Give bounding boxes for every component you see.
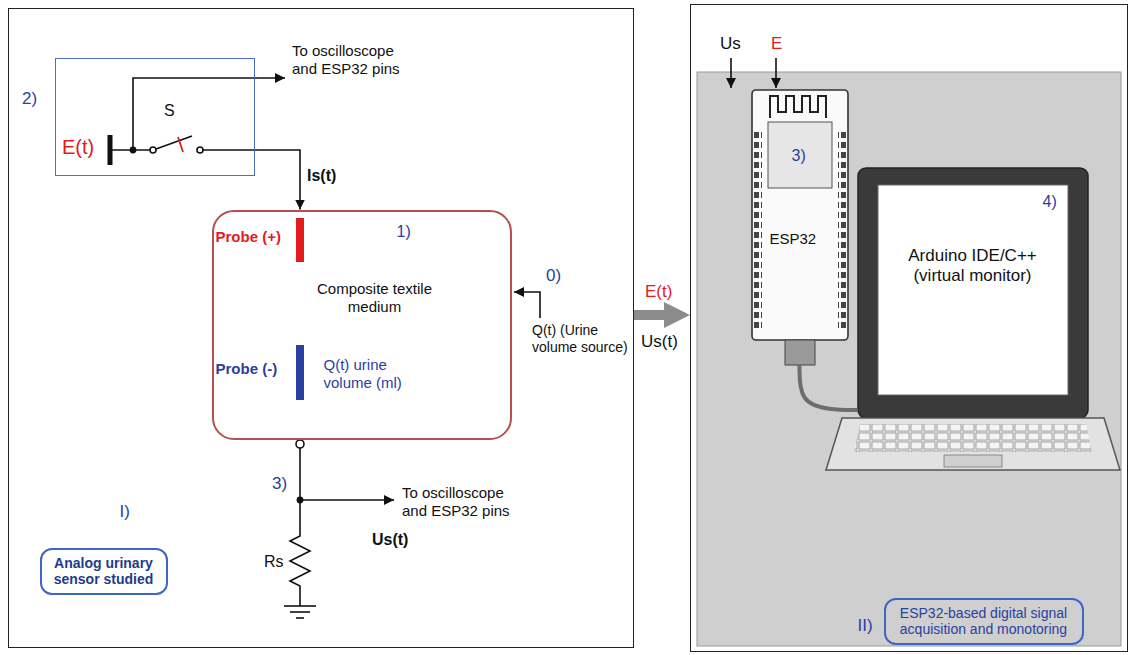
input-arrows [731,58,776,88]
caption-box: Analog urinary sensor studied [40,548,168,596]
signal-name: Us(t) [641,332,678,352]
node-text: Q(t) urine volume (ml) [324,356,436,392]
textile-medium-box: Probe (+) 1) Composite textile mediumProbe… [212,210,512,440]
node-text: E(t) [62,135,94,159]
laptop [826,168,1120,470]
panel-frame: 3)ESP32Arduino IDE/C++ (virtual monitor)… [690,4,1128,652]
usb-cable [800,365,858,411]
source-circuit [110,78,285,165]
source-arrow [514,292,540,318]
signal-name: E [771,34,782,54]
signal-note: To oscilloscope and ESP32 pins [292,42,412,78]
node-text: Analog urinary sensor studied [48,555,160,589]
node-text: S [164,101,175,120]
edge-label: Is(t) [307,166,336,185]
signal-name: Us [720,34,741,54]
node-text: I) [120,502,130,522]
laptop-screen: Arduino IDE/C++ (virtual monitor) 4) [858,168,1088,418]
probe-minus [296,345,304,400]
node-text: Probe (+) [216,228,281,246]
node-text: 3) [792,146,806,165]
node-text: II) [858,616,873,636]
node-text: 1) [397,222,411,241]
node-text: Probe (-) [216,360,278,378]
node-text: ESP32-based digital signal acquisition a… [892,605,1076,639]
caption-box: ESP32-based digital signal acquisition a… [884,598,1084,646]
node-text: 2) [22,89,37,109]
source-box: 2)E(t)S [55,58,255,176]
component-name: Rs [264,552,284,571]
node-text: Composite textile medium [300,280,450,316]
signal-transfer-arrow [634,310,664,320]
signal-note: To oscilloscope and ESP32 pins [402,484,522,520]
panel-ground [697,72,1121,646]
esp32-module: 3) ESP32 [752,90,848,365]
signal-name: Us(t) [372,530,408,549]
current-wire [255,150,301,210]
callout-number: 3) [272,474,287,494]
node-text: 4) [1043,192,1057,211]
signal-name: E(t) [645,282,672,302]
node-text: Arduino IDE/C++ (virtual monitor) [893,246,1053,287]
source-note: Q(t) (Urine volume source) [532,322,628,356]
resistor-symbol [290,530,310,606]
callout-number: 0) [546,266,561,286]
probe-plus [296,218,304,262]
shunt-circuit [284,440,394,618]
esp32-board [752,90,848,365]
node-text: ESP32 [770,230,817,248]
